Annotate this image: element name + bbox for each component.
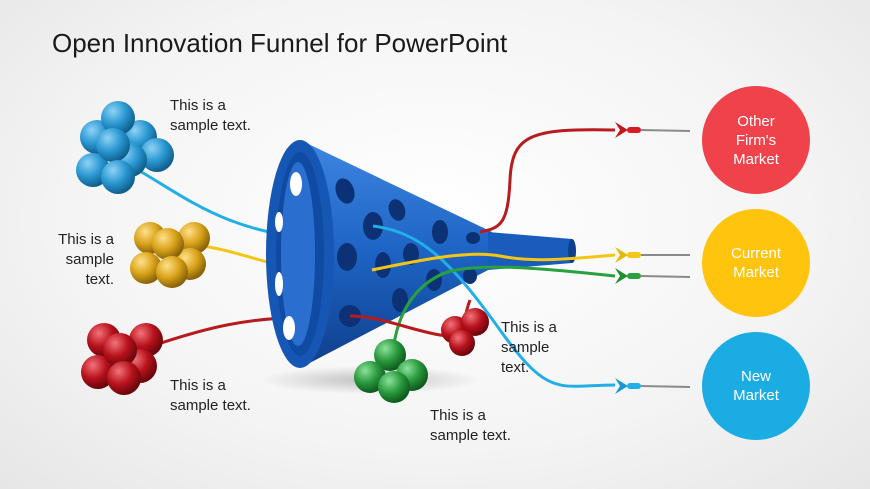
note-yellow-line: This is a [58,231,114,248]
blue-ball-cluster [76,101,174,194]
red-dart-icon [615,122,691,138]
market-circle-new: New Market [702,332,810,440]
note-blue: This is a sample text. [170,96,251,136]
market-label-line: Other [737,112,775,130]
note-green-line: sample text. [430,427,511,444]
green-ball-cluster [354,339,428,403]
note-green-line: This is a [430,407,486,424]
market-circle-current: Current Market [702,209,810,317]
market-label-line: Firm's [735,131,777,149]
blue-dart-icon [615,378,691,394]
note-yellow-line: text. [85,271,114,288]
note-green: This is a sample text. [430,406,511,446]
note-darkred-line: text. [501,359,530,376]
red-ball-cluster [81,323,163,395]
page-title: Open Innovation Funnel for PowerPoint [52,28,508,58]
note-red-line: This is a [170,377,226,394]
blue-output-wire [372,224,616,388]
red-output-wire [479,128,616,234]
note-yellow: This is a sample text. [40,230,114,290]
market-label-line: Market [733,264,779,281]
market-circle-other-firms: Other Firm's Market [702,86,810,194]
darkred-ball-cluster [441,308,489,356]
market-label-line: New [740,368,771,385]
note-red: This is a sample text. [170,376,251,416]
funnel [266,140,576,368]
green-output-wire [390,265,616,361]
note-darkred-line: sample [501,339,550,356]
yellow-dart-icon [615,247,690,263]
note-blue-line: sample text. [170,117,251,134]
note-darkred-line: This is a [501,319,557,336]
market-label-line: Current [730,245,782,262]
green-dart-icon [615,268,691,284]
note-yellow-line: sample [65,251,114,268]
yellow-ball-cluster [130,222,210,288]
note-darkred: This is a sample text. [501,318,557,378]
note-red-line: sample text. [170,397,251,414]
note-blue-line: This is a [170,97,226,114]
yellow-output-wire [371,252,616,272]
market-label-line: Market [733,387,779,404]
market-label-line: Market [733,150,779,168]
